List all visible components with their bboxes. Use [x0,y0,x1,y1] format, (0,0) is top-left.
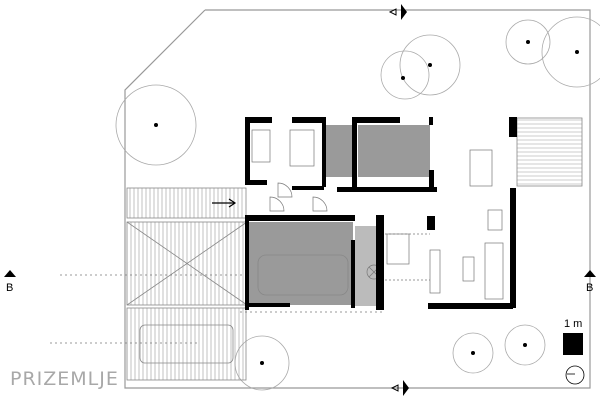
site-boundary [124,9,591,389]
scale-label: 1 m [564,318,583,330]
tree-trunks [154,40,579,365]
section-markers [4,4,596,396]
scale-block [563,333,583,355]
outdoor-areas [126,117,583,381]
furniture [50,129,504,344]
section-label-left: B [6,282,14,294]
shaded-rooms [248,125,430,306]
section-label-right: B [586,282,594,294]
north-arrow-icon [565,365,585,385]
walls [245,117,583,355]
floor-title: PRIZEMLJE [10,368,119,390]
hatched-areas [129,119,582,380]
trees [115,16,600,391]
